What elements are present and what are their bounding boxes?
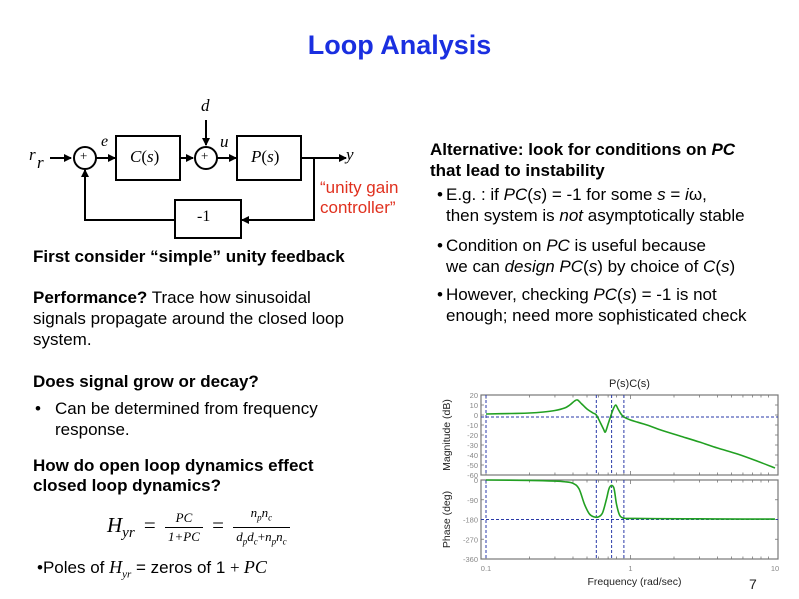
summer-2-sign: +	[201, 148, 209, 163]
magnitude-y-tick-label: 20	[470, 391, 478, 400]
heading-alternative: Alternative: look for conditions on PC t…	[430, 139, 735, 181]
annotation-line-1: “unity gain	[320, 178, 399, 197]
signal-u-label: u	[220, 132, 229, 151]
heading-alt-line-1: Alternative: look for conditions on	[430, 140, 712, 159]
magnitude-y-tick-label: 10	[470, 401, 478, 410]
plant-label: P(s)	[251, 147, 280, 166]
heading-open-closed-loop: How do open loop dynamics effect closed …	[33, 456, 314, 496]
fraction-poly: npnc dpdc+npnc	[233, 504, 290, 550]
poles-h: H	[109, 557, 123, 577]
feedback-path-left	[81, 169, 175, 221]
magnitude-y-tick-label: -60	[467, 471, 478, 480]
magnitude-y-tick-label: 0	[474, 411, 478, 420]
x-tick-label: 10	[771, 564, 779, 573]
right-bullet-3-line-2: enough; need more sophisticated check	[446, 306, 747, 325]
closed-loop-equation: Hyr = PC 1+PC = npnc dpdc+npnc	[107, 504, 290, 550]
right-bullet-3-line-1: However, checking PC(s) = -1 is not	[446, 285, 717, 304]
phase-y-tick-label: -180	[463, 516, 478, 525]
phase-y-tick-label: 0	[474, 476, 478, 485]
fraction-pc-den: 1+PC	[168, 528, 200, 544]
phase-y-tick-label: -270	[463, 535, 478, 544]
magnitude-y-tick-label: -10	[467, 421, 478, 430]
phase-curve	[485, 479, 776, 520]
fraction-poly-den: dpdc+npnc	[236, 528, 287, 547]
equation-lhs-sub: yr	[122, 525, 135, 542]
equals-sign: =	[143, 512, 156, 537]
plant-block	[236, 135, 302, 181]
poles-prefix: Poles of	[42, 558, 110, 577]
poles-bullet: •Poles of Hyr = zeros of 1 + PC	[37, 557, 267, 580]
x-tick-label: 0.1	[481, 564, 491, 573]
bullet-line-2: response.	[55, 420, 130, 439]
feedback-gain-label: -1	[197, 208, 211, 225]
right-bullet-1-line-1: E.g. : if PC(s) = -1 for some s = iω,	[446, 185, 707, 204]
fraction-poly-num: npnc	[233, 504, 290, 528]
magnitude-y-tick-label: -50	[467, 461, 478, 470]
heading-line-1: How do open loop dynamics effect	[33, 456, 314, 475]
block-diagram	[50, 120, 347, 239]
poles-plus: +	[230, 558, 244, 577]
performance-text-3: system.	[33, 330, 92, 349]
poles-mid: = zeros of 1	[131, 558, 231, 577]
heading-alt-pc: PC	[711, 140, 736, 159]
bullet-dot: •	[35, 399, 41, 418]
right-bullet-1: • E.g. : if PC(s) = -1 for some s = iω, …	[437, 184, 745, 226]
magnitude-y-tick-label: -30	[467, 441, 478, 450]
unity-gain-annotation: “unity gain controller”	[320, 178, 398, 218]
page-number: 7	[749, 576, 757, 592]
x-axis-label: Frequency (rad/sec)	[588, 576, 682, 588]
fraction-pc-num: PC	[165, 509, 203, 528]
annotation-line-2: controller”	[320, 198, 396, 217]
performance-text-1: Trace how sinusoidal	[147, 288, 311, 307]
slide-title: Loop Analysis	[307, 30, 492, 60]
chart-title: P(s)C(s)	[609, 378, 650, 390]
summer-1-sign: +	[80, 148, 88, 163]
magnitude-y-tick-label: -40	[467, 451, 478, 460]
bullet-dot: •	[437, 236, 443, 255]
right-bullet-2: • Condition on PC is useful because we c…	[437, 235, 735, 277]
performance-paragraph: Performance? Trace how sinusoidal signal…	[33, 287, 344, 350]
right-bullet-3: • However, checking PC(s) = -1 is not en…	[437, 284, 747, 326]
phase-y-tick-label: -90	[467, 496, 478, 505]
x-tick-label: 1	[628, 564, 632, 573]
signal-d-label: d	[201, 96, 210, 115]
phase-y-tick-label: -360	[463, 555, 478, 564]
poles-h-sub: yr	[122, 568, 132, 581]
heading-grow-decay: Does signal grow or decay?	[33, 372, 259, 391]
magnitude-y-axis-label: Magnitude (dB)	[441, 399, 453, 471]
equals-sign-2: =	[212, 512, 224, 537]
heading-line-2: closed loop dynamics?	[33, 476, 221, 495]
magnitude-axes-frame	[480, 394, 779, 476]
bullet-dot: •	[37, 558, 43, 577]
equation-lhs: H	[107, 512, 123, 537]
feedback-path-right	[241, 158, 315, 224]
heading-unity-feedback: First consider “simple” unity feedback	[33, 247, 345, 266]
bullet-line-1: Can be determined from frequency	[55, 399, 318, 418]
bullet-dot: •	[437, 285, 443, 304]
right-bullet-2-line-2: we can design PC(s) by choice of C(s)	[446, 257, 736, 276]
performance-bold: Performance?	[33, 288, 148, 307]
poles-pc: PC	[243, 557, 267, 577]
signal-r-label: r	[29, 145, 36, 164]
heading-alt-line-2: that lead to instability	[430, 161, 605, 180]
right-bullet-2-line-1: Condition on PC is useful because	[446, 236, 706, 255]
signal-y-label: y	[346, 145, 354, 164]
right-bullet-1-line-2: then system is not asymptotically stable	[446, 206, 745, 225]
fraction-pc: PC 1+PC	[165, 509, 203, 546]
signal-e-label: e	[101, 133, 109, 150]
performance-text-2: signals propagate around the closed loop	[33, 309, 344, 328]
magnitude-y-tick-label: -20	[467, 431, 478, 440]
bullet-dot: •	[437, 185, 443, 204]
controller-label: C(s)	[130, 147, 160, 166]
bode-plot: P(s)C(s)20100-10-20-30-40-50-60Magnitude…	[441, 378, 779, 588]
magnitude-curve	[485, 399, 776, 469]
bullet-frequency-response: • Can be determined from frequency respo…	[35, 398, 318, 440]
signal-r-sub-label: r	[37, 153, 44, 172]
phase-y-axis-label: Phase (deg)	[441, 491, 453, 548]
